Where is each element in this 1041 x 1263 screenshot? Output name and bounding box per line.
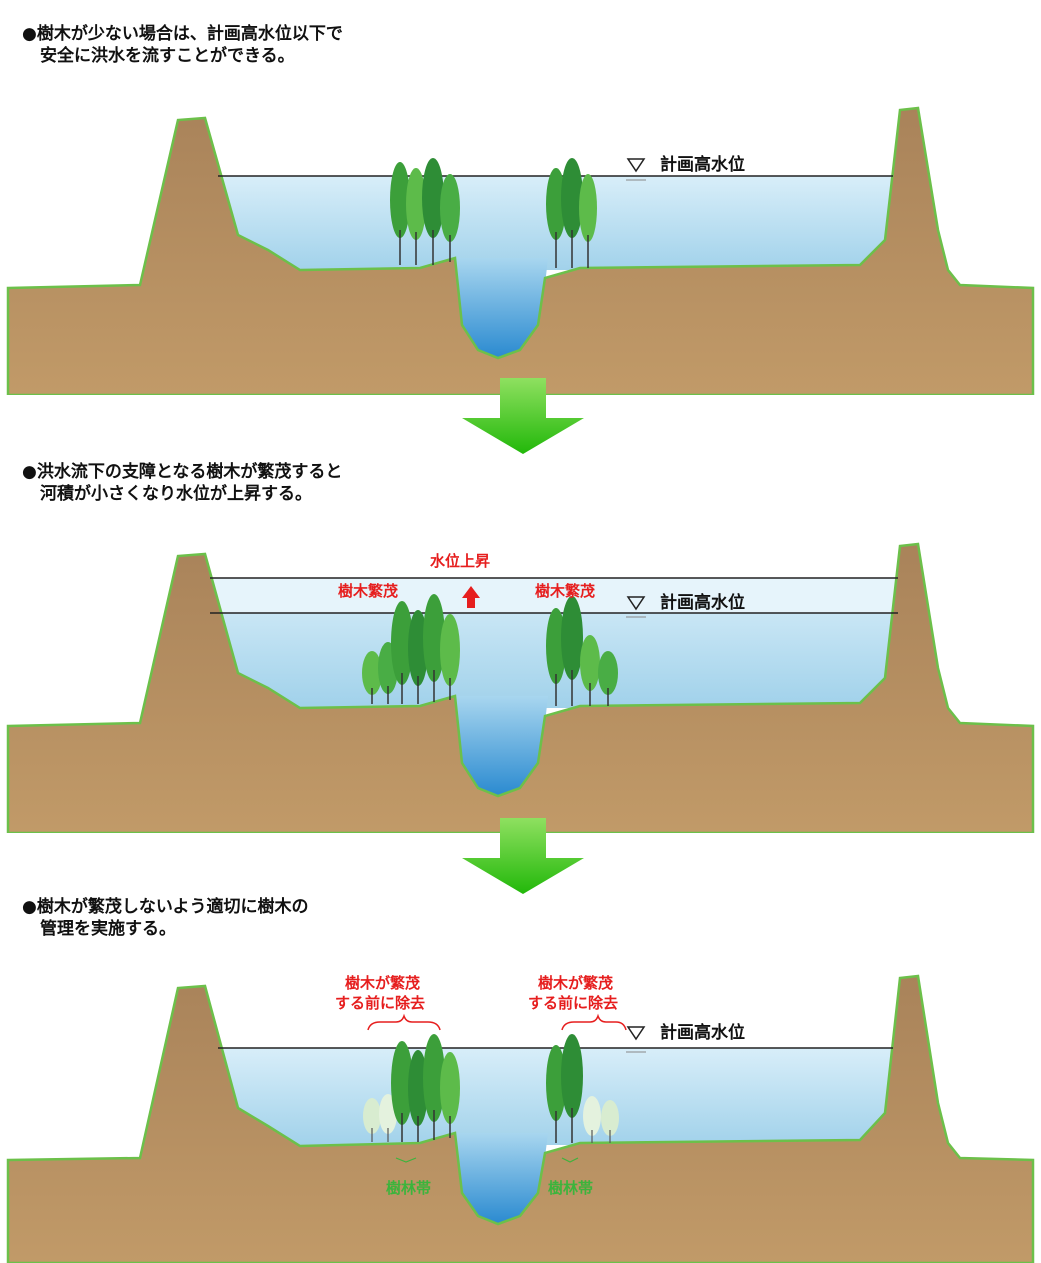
planned-high-water-label: 計画高水位 (660, 592, 745, 613)
right-tree-cluster (546, 596, 618, 706)
panel-1-caption-line-2: 安全に洪水を流すことができる。 (40, 46, 295, 66)
right-tree-cluster (546, 158, 597, 268)
up-arrow-icon (462, 586, 480, 608)
panel-2-caption-line-2: 河積が小さくなり水位が上昇する。 (40, 484, 312, 504)
panel-1-caption-line-1: ●樹木が少ない場合は、計画高水位以下で (22, 24, 343, 44)
ground-profile (6, 974, 1035, 1263)
right-forest-zone-label: 樹林帯 (548, 1179, 593, 1197)
left-removal-label-line-1: 樹木が繁茂 (345, 974, 420, 992)
ground-profile (6, 106, 1035, 395)
panel-3-caption: ●樹木が繁茂しないよう適切に樹木の 管理を実施する。 (22, 896, 309, 940)
right-removal-bracket (561, 1013, 627, 1031)
left-tree-growth-label: 樹木繁茂 (338, 582, 398, 600)
panel-3-caption-line-2: 管理を実施する。 (40, 919, 176, 939)
left-removal-label-line-2: する前に除去 (335, 994, 425, 1012)
right-removal-label-line-2: する前に除去 (528, 994, 618, 1012)
right-removal-label-line-1: 樹木が繁茂 (538, 974, 613, 992)
left-forest-zone-label: 樹林帯 (386, 1179, 431, 1197)
left-tree-cluster (362, 594, 460, 704)
water-level-marker-icon (626, 158, 646, 181)
water-rise-label: 水位上昇 (430, 552, 490, 570)
left-zone-bracket (395, 1157, 417, 1163)
water-level-marker-icon (626, 596, 646, 618)
planned-high-water-label: 計画高水位 (660, 1022, 745, 1043)
ground-profile (6, 542, 1035, 833)
left-removal-bracket (367, 1013, 441, 1031)
panel-3-cross-section: 樹木が繁茂 する前に除去 樹木が繁茂 する前に除去 計画高水位 樹林帯 樹林帯 (6, 974, 1035, 1263)
panel-1-caption: ●樹木が少ない場合は、計画高水位以下で 安全に洪水を流すことができる。 (22, 23, 343, 67)
panel-1-cross-section: 計画高水位 (6, 106, 1035, 395)
panel-2-caption: ●洪水流下の支障となる樹木が繁茂すると 河積が小さくなり水位が上昇する。 (22, 461, 342, 505)
down-arrow-icon (462, 818, 584, 894)
panel-3-caption-line-1: ●樹木が繁茂しないよう適切に樹木の (22, 897, 309, 917)
planned-high-water-label: 計画高水位 (660, 154, 745, 175)
right-tree-growth-label: 樹木繁茂 (535, 582, 595, 600)
down-arrow-icon (462, 378, 584, 454)
left-tree-cluster (363, 1034, 460, 1142)
water-level-marker-icon (626, 1026, 646, 1053)
panel-2-cross-section: 水位上昇 樹木繁茂 樹木繁茂 計画高水位 (6, 542, 1035, 833)
left-tree-cluster (390, 158, 460, 265)
right-zone-bracket (561, 1157, 579, 1163)
panel-2-caption-line-1: ●洪水流下の支障となる樹木が繁茂すると (22, 462, 343, 482)
right-tree-cluster (546, 1034, 619, 1143)
